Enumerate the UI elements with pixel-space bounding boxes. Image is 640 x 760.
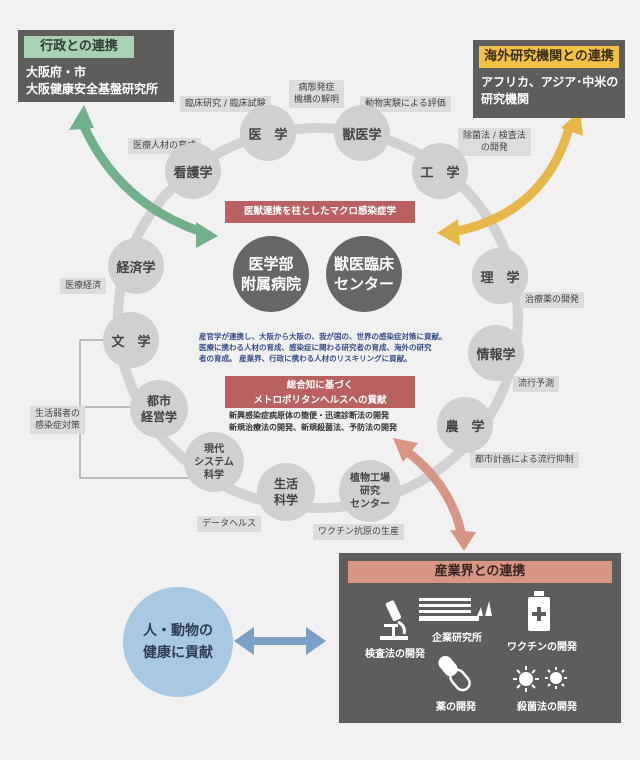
label-sterilization: 除菌法 / 検査法 の開発 xyxy=(458,128,531,156)
industry-item-vaccine: ワクチンの開発 xyxy=(507,642,577,653)
label-animal-exp: 動物実験による評価 xyxy=(360,96,451,112)
industry-arrow-head-bottom xyxy=(450,530,476,551)
gov-arrow-head-bottom xyxy=(196,222,218,248)
industry-panel: 産業界との連携 検査法の開発 企業研究所 ワクチンの開発 薬の開発 xyxy=(339,553,621,723)
microscope-icon xyxy=(380,600,408,640)
center-banner-bottom: 総合知に基づく メトロポリタンヘルスへの貢献 xyxy=(225,376,415,408)
label-med-econ: 医療経済 xyxy=(60,278,107,294)
node-engineering: 工 学 xyxy=(412,143,468,199)
vaccine-bottle-icon xyxy=(528,591,550,631)
health-arrow-head-right xyxy=(306,627,326,655)
node-nursing: 看護学 xyxy=(165,143,221,199)
node-vet: 獣医学 xyxy=(334,105,390,161)
node-medicine: 医 学 xyxy=(240,105,296,161)
intl-arrow-head-bottom xyxy=(437,219,460,246)
intl-panel: 海外研究機関との連携 アフリカ、アジア･中米の 研究機関 xyxy=(473,40,625,118)
node-informatics: 情報学 xyxy=(468,325,524,381)
node-literature: 文 学 xyxy=(103,312,159,368)
label-vulnerable: 生活弱者の 感染症対策 xyxy=(30,406,86,434)
center-description: 産官学が連携し、大阪から大阪の、我が国の、世界の感染症対策に貢献。 医療に携わる… xyxy=(199,332,447,363)
industry-item-drug: 薬の開発 xyxy=(436,702,476,713)
gov-panel-title: 行政との連携 xyxy=(24,36,134,58)
label-urban-plan: 都市計画による流行抑制 xyxy=(470,452,579,468)
industry-item-company: 企業研究所 xyxy=(432,633,482,644)
node-plant-factory: 植物工場 研究 センター xyxy=(339,460,401,522)
industry-item-sterilize: 殺菌法の開発 xyxy=(517,702,577,713)
health-contribution-circle: 人・動物の 健康に貢献 xyxy=(123,587,233,697)
node-economics: 経済学 xyxy=(108,238,164,294)
node-agriculture: 農 学 xyxy=(437,397,493,453)
intl-panel-title: 海外研究機関との連携 xyxy=(479,46,619,68)
label-vaccine-antigen: ワクチン抗原の生産 xyxy=(313,524,405,540)
industry-arrow-head-top xyxy=(393,438,418,462)
center-banner-top: 医獣連携を柱としたマクロ感染症学 xyxy=(225,201,415,223)
label-pathogenesis: 病態発症 機構の解明 xyxy=(289,80,345,108)
pills-icon xyxy=(438,655,471,692)
gov-panel-body: 大阪府・市 大阪健康安全基盤研究所 xyxy=(26,65,159,96)
core-vet-center: 獣医臨床 センター xyxy=(326,236,402,312)
node-urban-mgmt: 都市 経営学 xyxy=(130,380,188,438)
factory-icon xyxy=(419,598,492,621)
intl-panel-body: アフリカ、アジア･中米の 研究機関 xyxy=(481,75,619,106)
label-clinical: 臨床研究 / 臨床試験 xyxy=(180,96,271,112)
core-hospital: 医学部 附属病院 xyxy=(233,236,309,312)
node-life-science: 生活 科学 xyxy=(257,463,315,521)
industry-arrow-shaft xyxy=(402,446,467,538)
gov-panel: 行政との連携 大阪府・市 大阪健康安全基盤研究所 xyxy=(18,30,174,102)
industry-panel-title: 産業界との連携 xyxy=(348,561,612,583)
node-modern-system: 現代 システム 科学 xyxy=(184,432,244,492)
label-epidemic: 流行予測 xyxy=(513,376,560,392)
label-drug-dev: 治療薬の開発 xyxy=(520,292,585,308)
gov-arrow-head-top xyxy=(69,105,94,130)
sterilize-icon xyxy=(513,666,567,692)
label-data-health: データヘルス xyxy=(197,516,262,532)
intl-arrow-shaft xyxy=(451,123,575,237)
node-science: 理 学 xyxy=(472,248,528,304)
center-bottom-text: 新興感染症病原体の簡便・迅速診断法の開発 新規治療法の開発、新規殺菌法、予防法の… xyxy=(229,411,397,432)
industry-item-test: 検査法の開発 xyxy=(365,649,425,660)
gov-arrow-shaft xyxy=(77,120,207,238)
health-arrow-head-left xyxy=(234,627,254,655)
